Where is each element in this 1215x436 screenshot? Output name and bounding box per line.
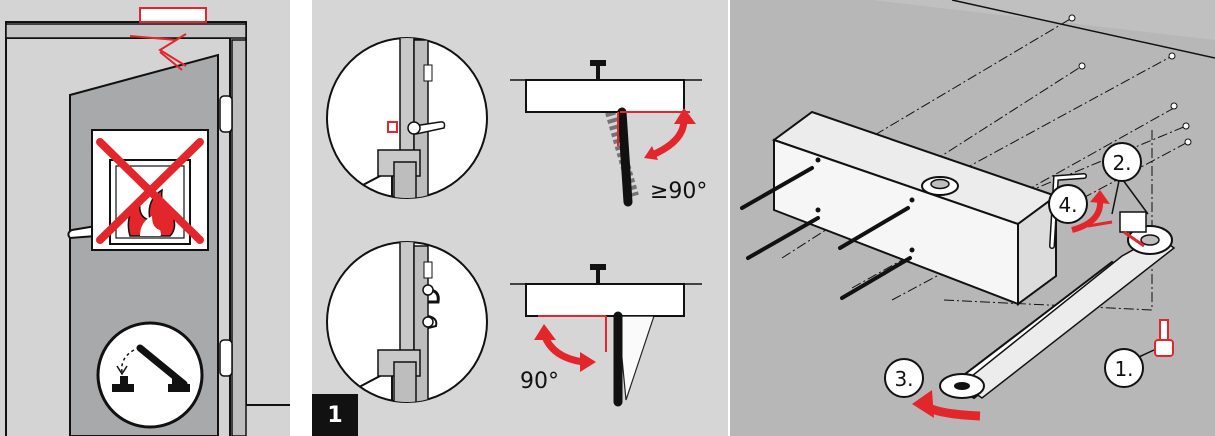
callout-4: 4. bbox=[1048, 184, 1088, 224]
no-fire-icon bbox=[91, 129, 209, 251]
callout-2: 2. bbox=[1102, 142, 1149, 215]
callout-3: 3. bbox=[884, 358, 924, 398]
callout-label-2: 2. bbox=[1112, 151, 1131, 175]
callout-label-4: 4. bbox=[1058, 193, 1077, 217]
angle-diagram-open-min: ≥90° bbox=[510, 60, 707, 207]
frame-head bbox=[5, 23, 247, 39]
installation-panel: ≥90° 90° bbox=[312, 0, 1215, 436]
hinge-icon bbox=[219, 339, 233, 377]
mounting-holes bbox=[1068, 14, 1192, 146]
door-closer-body bbox=[771, 110, 1059, 306]
pivot-arrow-icon bbox=[912, 390, 981, 421]
angle-diagram-open: 90° bbox=[510, 264, 702, 407]
bolt-icon bbox=[1154, 319, 1174, 357]
callout-label-3: 3. bbox=[894, 367, 913, 391]
door-closer-icon bbox=[129, 7, 207, 71]
door-overview-panel bbox=[0, 0, 290, 436]
closer-arm bbox=[939, 211, 1176, 400]
callout-label-1: 1. bbox=[1114, 357, 1133, 381]
frame-jamb bbox=[231, 39, 247, 436]
hinge-icon bbox=[219, 95, 233, 133]
angle-label-open: 90° bbox=[520, 369, 559, 394]
screws bbox=[740, 166, 912, 300]
mounting-diagram: 2. 4. 1. 3. bbox=[729, 0, 1215, 421]
red-marker bbox=[387, 121, 398, 133]
installation-illustration: ≥90° 90° bbox=[312, 0, 1215, 436]
angle-label-open-min: ≥90° bbox=[650, 179, 707, 204]
rotate-arrow-icon bbox=[1071, 190, 1110, 233]
callout-1: 1. bbox=[1104, 348, 1155, 388]
frame-outer-line bbox=[5, 21, 290, 436]
step-number-badge: 1 bbox=[312, 394, 358, 436]
detail-circle-top bbox=[326, 37, 488, 199]
detail-circle-bottom bbox=[326, 241, 488, 403]
door-overview-illustration bbox=[0, 0, 290, 436]
hold-open-icon bbox=[96, 321, 204, 429]
